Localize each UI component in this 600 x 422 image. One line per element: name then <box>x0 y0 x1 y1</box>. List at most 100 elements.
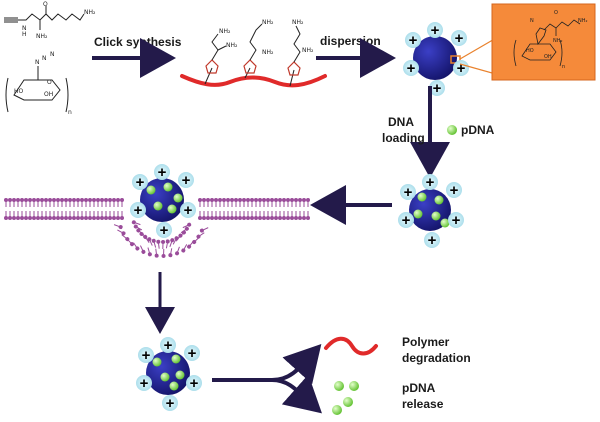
lipid-molecule <box>222 211 226 220</box>
lipid-molecule <box>16 198 20 207</box>
loaded-pdna-bead <box>160 372 170 382</box>
positive-charge-badge <box>130 202 146 218</box>
sugar-ho-label: HO <box>14 88 24 95</box>
lipid-molecule <box>48 211 52 220</box>
loaded-pdna-bead <box>163 182 173 192</box>
lipid-molecule <box>262 211 266 220</box>
side-chain-3-amine-b: NH₂ <box>302 47 314 54</box>
positive-charge-sign: + <box>182 172 191 189</box>
positive-charge-badge <box>448 212 464 228</box>
positive-charge-badge <box>132 174 148 190</box>
lipid-molecule <box>156 239 161 249</box>
lipid-molecule <box>206 198 210 207</box>
lipid-molecule <box>84 198 88 207</box>
lipid-molecule <box>214 211 218 220</box>
positive-charge-sign: + <box>426 174 435 191</box>
positive-charge-sign: + <box>190 375 199 392</box>
lipid-molecule <box>198 198 202 207</box>
lipid-molecule <box>36 198 40 207</box>
lipid-molecule <box>72 211 76 220</box>
lipid-molecule <box>32 198 36 207</box>
loaded-pdna-bead <box>173 193 183 203</box>
lipid-molecule <box>290 211 294 220</box>
lipid-molecule <box>72 198 76 207</box>
inset-nh-label: N <box>530 18 534 24</box>
lipid-molecule <box>48 198 52 207</box>
pdna-release-outcome: pDNA release <box>332 381 444 415</box>
polymer-side-chain-1: NH₂ NH₂ <box>204 28 238 85</box>
nanoparticle-endocytosis: ++++++ <box>130 164 196 239</box>
amide-n-label: N <box>22 25 27 32</box>
lipid-molecule <box>84 211 88 220</box>
lipid-molecule <box>286 211 290 220</box>
lipid-molecule <box>116 198 120 207</box>
lipid-molecule <box>88 198 92 207</box>
lipid-molecule <box>198 211 202 220</box>
loaded-pdna-bead <box>146 185 156 195</box>
lipid-molecule <box>258 198 262 207</box>
side-chain-1-amine-b: NH₂ <box>226 42 238 49</box>
lipid-molecule <box>218 198 222 207</box>
inset-o-label: O <box>554 10 558 16</box>
nanoparticle-cationic: ++++++ <box>403 22 469 97</box>
positive-charge-sign: + <box>158 164 167 181</box>
positive-charge-sign: + <box>184 202 193 219</box>
lipid-molecule <box>161 248 166 258</box>
lipid-molecule <box>151 238 157 248</box>
lipid-molecule <box>12 198 16 207</box>
polymer-degradation-label-1: Polymer <box>402 335 450 349</box>
alpha-amine-label: NH₂ <box>36 33 48 40</box>
lipid-molecule <box>104 198 108 207</box>
loaded-pdna-bead <box>440 218 450 228</box>
loaded-pdna-bead <box>434 195 444 205</box>
lipid-molecule <box>24 198 28 207</box>
lipid-molecule <box>270 211 274 220</box>
azide-n3-label: N <box>50 51 55 58</box>
lipid-molecule <box>180 226 189 234</box>
dna-loading-step: DNA loading pDNA <box>382 86 495 178</box>
lipid-molecule <box>100 211 104 220</box>
carbonyl-o-label: O <box>43 1 48 8</box>
side-chain-3-amine: NH₂ <box>292 19 304 26</box>
lipid-molecule <box>96 198 100 207</box>
lipid-molecule <box>298 198 302 207</box>
lipid-molecule <box>68 211 72 220</box>
positive-charge-badge <box>154 164 170 180</box>
lipid-molecule <box>80 198 84 207</box>
lipid-molecule <box>250 211 254 220</box>
lipid-molecule <box>286 198 290 207</box>
positive-charge-sign: + <box>428 232 437 249</box>
alkyne-lysine-structure: O N H NH₂ NH₂ <box>4 1 96 40</box>
positive-charge-badge <box>453 60 469 76</box>
lipid-molecule <box>226 211 230 220</box>
lipid-molecule <box>238 198 242 207</box>
positive-charge-badge <box>180 202 196 218</box>
lipid-molecule <box>196 232 205 239</box>
lipid-molecule <box>104 211 108 220</box>
lipid-molecule <box>266 198 270 207</box>
lipid-molecule <box>56 211 60 220</box>
azide-n2-label: N <box>42 55 47 62</box>
positive-charge-badge <box>429 80 445 96</box>
lipid-molecule <box>210 211 214 220</box>
positive-charge-sign: + <box>455 30 464 47</box>
lipid-molecule <box>302 211 306 220</box>
pdna-release-label-2: release <box>402 397 444 411</box>
lipid-molecule <box>175 246 180 256</box>
lipid-molecule <box>168 248 173 258</box>
lipid-molecule <box>126 238 134 247</box>
lipid-molecule <box>206 211 210 220</box>
surface-chemistry-inset: O N NH₂ NH₂ HO OH n <box>491 3 596 81</box>
lipid-molecule <box>147 237 153 246</box>
positive-charge-badge <box>160 337 176 353</box>
nanoparticle-internalized: ++++++ <box>136 337 202 412</box>
positive-charge-badge <box>403 60 419 76</box>
degraded-polymer-fragment <box>324 336 378 356</box>
lipid-molecule <box>108 211 112 220</box>
lipid-molecule <box>298 211 302 220</box>
positive-charge-badge <box>156 222 172 238</box>
loaded-pdna-bead <box>171 354 181 364</box>
lipid-molecule <box>278 211 282 220</box>
dna-loading-label-1: DNA <box>388 115 414 129</box>
